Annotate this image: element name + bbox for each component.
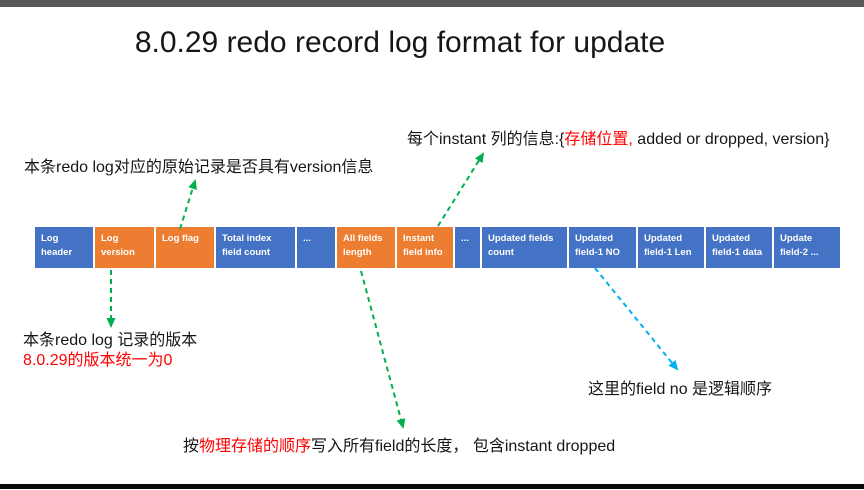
arrow-log-flag-to-version-note bbox=[179, 179, 197, 230]
note-all-fields: 按物理存储的顺序写入所有field的长度， 包含instant dropped bbox=[183, 432, 615, 456]
window-top-bar bbox=[0, 0, 864, 7]
window-bottom-bar bbox=[0, 484, 864, 489]
note-instant-info: 每个instant 列的信息:{存储位置, added or dropped, … bbox=[407, 125, 829, 149]
record-cell-log-flag: Log flag bbox=[156, 227, 214, 268]
slide-title: 8.0.29 redo record log format for update bbox=[134, 26, 666, 59]
note-instant-info-suffix: added or dropped, version} bbox=[632, 131, 830, 148]
note-log-version-line2: 8.0.29的版本统一为0 bbox=[23, 352, 173, 369]
arrow-all-fields-to-length-note bbox=[360, 270, 406, 429]
note-version-check: 本条redo log对应的原始记录是否具有version信息 bbox=[24, 159, 374, 176]
arrow-instant-info-to-instant-note bbox=[437, 152, 485, 227]
note-instant-info-prefix: 每个instant 列的信息:{ bbox=[407, 131, 565, 148]
record-cell-ellipsis-2: ... bbox=[455, 227, 480, 268]
note-field-no: 这里的field no 是逻辑顺序 bbox=[588, 381, 773, 398]
note-log-version: 本条redo log 记录的版本 8.0.29的版本统一为0 bbox=[23, 331, 197, 371]
note-instant-info-red: 存储位置, bbox=[564, 131, 633, 148]
note-all-fields-red: 物理存储的顺序 bbox=[199, 438, 312, 455]
record-cell-ellipsis-1: ... bbox=[297, 227, 335, 268]
note-log-version-line1: 本条redo log 记录的版本 bbox=[23, 332, 198, 349]
note-all-fields-prefix: 按 bbox=[183, 438, 200, 455]
arrow-field1-no-to-field-no-note bbox=[594, 267, 679, 371]
note-all-fields-suffix: 写入所有field的长度， 包含instant dropped bbox=[311, 438, 616, 455]
